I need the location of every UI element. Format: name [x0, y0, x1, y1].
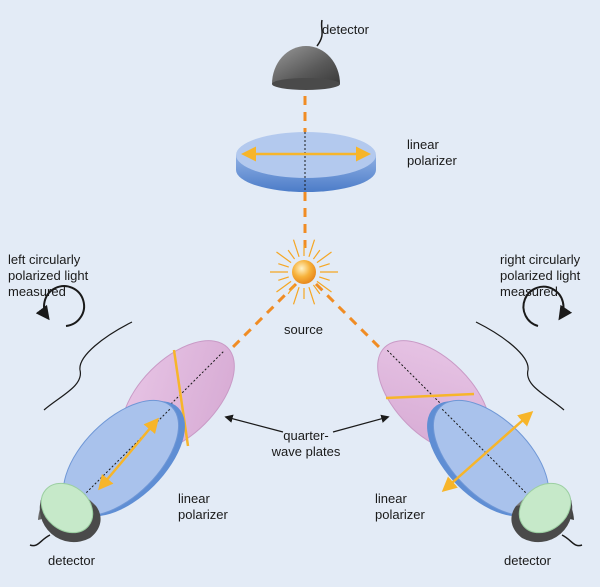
source-ray [276, 251, 292, 264]
left-caption: left circularly polarized light measured [8, 252, 89, 299]
source-ray [287, 249, 296, 260]
left-bracket [43, 321, 133, 411]
source-label: source [284, 322, 324, 337]
polarizer-left-label: linear polarizer [178, 491, 228, 522]
detector-top-icon [272, 19, 340, 90]
detector-left-label: detector [48, 553, 95, 568]
source-ray [292, 239, 300, 257]
polarizer-top-label: linear polarizer [407, 137, 457, 168]
detector-top-label: detector [322, 22, 369, 37]
light-source-icon [270, 239, 338, 305]
source-ray [276, 280, 292, 293]
source-ray [319, 263, 330, 268]
source-ray [278, 276, 289, 281]
source-ray [316, 251, 332, 264]
light-source-bulb [292, 260, 316, 284]
detector-right-icon [511, 482, 583, 547]
source-ray [287, 284, 296, 295]
polarizer-right-axis-arrow [441, 411, 534, 492]
waveplate-left-fast-axis [172, 349, 190, 447]
source-ray [308, 287, 316, 305]
source-ray [312, 249, 321, 260]
waveplate-right-fast-axis [385, 392, 475, 400]
counterclockwise-rotation-icon [35, 285, 86, 327]
detector-left-icon [29, 482, 101, 547]
source-ray [316, 280, 332, 293]
source-ray [292, 287, 300, 305]
clockwise-rotation-icon [522, 285, 573, 327]
source-ray [312, 284, 321, 295]
linear-polarizer-top [236, 132, 376, 192]
source-ray [278, 263, 289, 268]
source-ray [308, 239, 316, 257]
polarizer-right-label: linear polarizer [375, 491, 425, 522]
right-bracket [475, 321, 565, 411]
source-ray [319, 276, 330, 281]
detector-right-label: detector [504, 553, 551, 568]
polarizer-left-axis-arrow [98, 417, 159, 491]
right-caption: right circularly polarized light measure… [500, 252, 581, 299]
quarter-wave-plates-label: quarter- wave plates [271, 428, 341, 459]
quarter-wave-pointers [224, 414, 390, 433]
